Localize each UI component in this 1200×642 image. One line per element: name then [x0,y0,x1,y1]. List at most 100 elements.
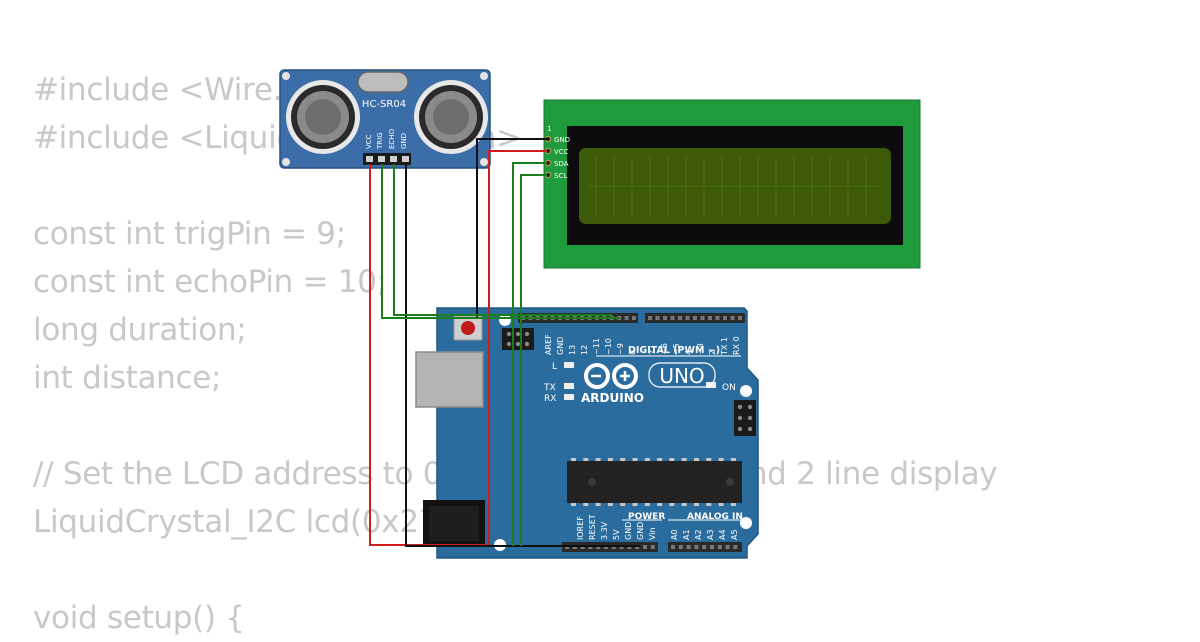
digital-pwm-label: DIGITAL (PWM ~) [628,345,720,356]
led-on-label: ON [722,383,736,393]
power-pin[interactable] [650,545,655,549]
wire-lcd-gnd-black[interactable] [476,138,547,318]
digital-pin[interactable] [670,316,675,320]
digital-pin-label: ~10 [604,338,613,355]
usb-port [415,351,484,408]
power-pin-label: GND [624,522,633,540]
mount-hole-icon [282,158,290,166]
mount-hole-icon [480,72,488,80]
wire-lcd-sda-green[interactable] [512,162,547,546]
digital-pin[interactable] [663,316,667,320]
sensor-pin-trig[interactable] [378,156,385,162]
mount-hole-icon [740,517,752,529]
analog-pin[interactable] [717,545,722,549]
code-line: int distance; [33,360,222,396]
digital-pin[interactable] [723,316,727,320]
sensor-pin-vcc[interactable] [366,156,373,162]
lcd-pin-sda-label: SDA [554,160,569,168]
sensor-pin-trig-label: TRIG [376,132,384,150]
sensor-pin-gnd-label: GND [400,133,408,149]
atmega-chip [567,458,742,506]
wires[interactable] [369,138,640,547]
led-l-label: L [552,362,557,372]
sensor-model-label: HC-SR04 [362,99,406,110]
digital-pin-label: ~9 [616,343,625,355]
digital-pin-label: ~6 [660,343,669,355]
power-pin-label: GND [636,522,645,540]
board-model-label: UNO [659,364,704,388]
analog-pin[interactable] [678,545,683,549]
wire-sensor-gnd-black[interactable] [405,164,640,547]
sensor-pin-header [363,153,411,165]
digital-pin-label: ~3 [696,343,705,355]
digital-pin-label: 12 [580,345,589,355]
lcd-display[interactable]: 1 GND VCC SDA SCL [543,99,921,269]
wire-lcd-scl-green[interactable] [520,174,547,546]
sensor-pin-echo[interactable] [390,156,397,162]
analog-pin-label: A1 [682,529,691,540]
code-line: long duration; [33,312,247,348]
digital-pin[interactable] [700,316,705,320]
wire-sensor-trig-green[interactable] [381,164,620,319]
digital-pin-label: GND [556,337,565,355]
analog-pin[interactable] [694,545,699,549]
power-pin-label: 5V [612,529,621,540]
led-l-icon [564,362,574,368]
digital-pin[interactable] [693,316,697,320]
digital-pin[interactable] [685,316,690,320]
digital-pin[interactable] [655,316,660,320]
digital-pin-label: 13 [568,345,577,355]
digital-pin-label: RX 0 [732,336,741,355]
code-line: const int echoPin = 10; [33,264,387,300]
analog-pin[interactable] [671,545,675,549]
analog-pin[interactable] [702,545,707,549]
analog-pin-label: A4 [718,529,727,540]
digital-pin[interactable] [678,316,682,320]
reset-button[interactable] [453,315,483,341]
analog-pin-label: A3 [706,529,715,540]
lcd-pin-vcc-label: VCC [554,148,569,156]
digital-pin[interactable] [715,316,720,320]
analog-pin[interactable] [686,545,691,549]
analog-pin[interactable] [733,545,738,549]
digital-pin-label: 2 [708,350,717,355]
analog-pin-label: A5 [730,529,739,540]
led-tx-icon [564,383,574,389]
digital-pin-label: AREF [544,334,553,355]
code-line: const int trigPin = 9; [33,216,346,252]
sensor-pin-echo-label: ECHO [388,128,396,149]
analog-pin-label: A0 [670,529,679,540]
crystal-oscillator-icon [357,71,409,93]
digital-pin[interactable] [708,316,712,320]
digital-pin[interactable] [632,316,636,320]
analog-pin[interactable] [725,545,730,549]
board-brand-label: ARDUINO [581,391,644,405]
mount-hole-icon [740,385,752,397]
lcd-char-grid [588,156,882,216]
digital-pin-label: 7 [648,350,657,355]
power-pin[interactable] [643,545,647,549]
transducer-left-icon [286,80,360,154]
digital-pin[interactable] [648,316,652,320]
power-pin-label: IOREF [576,516,585,540]
analog-in-label: ANALOG IN [687,512,743,522]
lcd-pin-number-label: 1 [547,125,551,133]
transducer-right-icon [414,80,488,154]
digital-pin[interactable] [730,316,735,320]
digital-pin[interactable] [738,316,742,320]
icsp-header-top [502,328,534,350]
ultrasonic-sensor[interactable]: HC-SR04 VCC TRIG ECHO GND [279,69,491,169]
sensor-pin-gnd[interactable] [402,156,409,162]
wire-sensor-echo-green[interactable] [393,164,612,316]
digital-pin-label: TX 1 [720,337,729,356]
digital-pin[interactable] [624,316,629,320]
analog-pin-label: A2 [694,529,703,540]
icsp-header-right [734,400,756,436]
power-pin-label: Vin [648,527,657,540]
power-pin-label: 3.3V [600,521,609,540]
power-pin-label: RESET [588,514,597,540]
analog-pin[interactable] [710,545,714,549]
led-rx-icon [564,394,574,400]
